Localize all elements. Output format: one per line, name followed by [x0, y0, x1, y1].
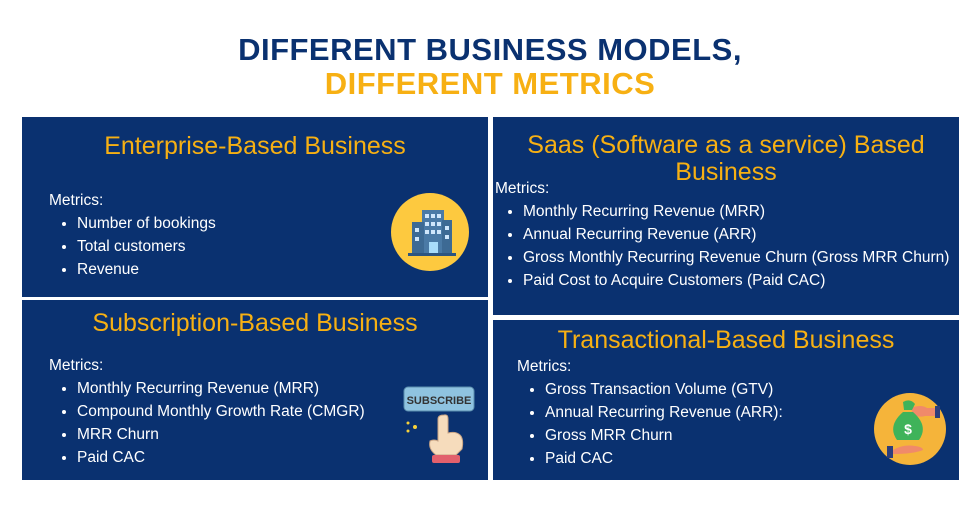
list-item: Number of bookings [77, 212, 216, 235]
list-item: Gross Transaction Volume (GTV) [545, 378, 783, 401]
panel-title: Subscription-Based Business [92, 309, 418, 337]
metrics-label: Metrics: [517, 358, 572, 375]
list-item: Paid CAC [77, 446, 365, 469]
list-item: Monthly Recurring Revenue (MRR) [523, 200, 949, 223]
title-line-2: DIFFERENT METRICS [324, 66, 656, 101]
list-item: MRR Churn [77, 423, 365, 446]
list-item: Revenue [77, 258, 216, 281]
list-item: Compound Monthly Growth Rate (CMGR) [77, 400, 365, 423]
svg-text:$: $ [904, 421, 912, 437]
panel-subscription: Subscription-Based Business Metrics: Mon… [22, 300, 488, 480]
list-item: Total customers [77, 235, 216, 258]
panel-saas: Saas (Software as a service) Based Busin… [493, 117, 959, 315]
office-building-icon [391, 193, 469, 271]
list-item: Monthly Recurring Revenue (MRR) [77, 377, 365, 400]
metrics-label: Metrics: [49, 192, 104, 209]
list-item: Annual Recurring Revenue (ARR) [523, 223, 949, 246]
metrics-label: Metrics: [495, 180, 550, 197]
list-item: Annual Recurring Revenue (ARR): [545, 401, 783, 424]
title-line-1: DIFFERENT BUSINESS MODELS, [238, 32, 742, 67]
metrics-label: Metrics: [49, 357, 104, 374]
panel-transactional: Transactional-Based Business Metrics: Gr… [493, 320, 959, 480]
panel-title: Saas (Software as a service) Based Busin… [527, 131, 925, 186]
panel-title: Transactional-Based Business [557, 326, 895, 354]
money-bag-hands-icon: $ [874, 393, 946, 465]
subscribe-button-icon: SUBSCRIBE [403, 386, 475, 463]
subscribe-text: SUBSCRIBE [407, 395, 472, 407]
list-item: Gross MRR Churn [545, 424, 783, 447]
list-item: Paid CAC [545, 447, 783, 470]
panel-title: Enterprise-Based Business [104, 132, 406, 160]
list-item: Gross Monthly Recurring Revenue Churn (G… [523, 246, 949, 269]
panel-enterprise: Enterprise-Based Business Metrics: Numbe… [22, 117, 488, 297]
list-item: Paid Cost to Acquire Customers (Paid CAC… [523, 269, 949, 292]
